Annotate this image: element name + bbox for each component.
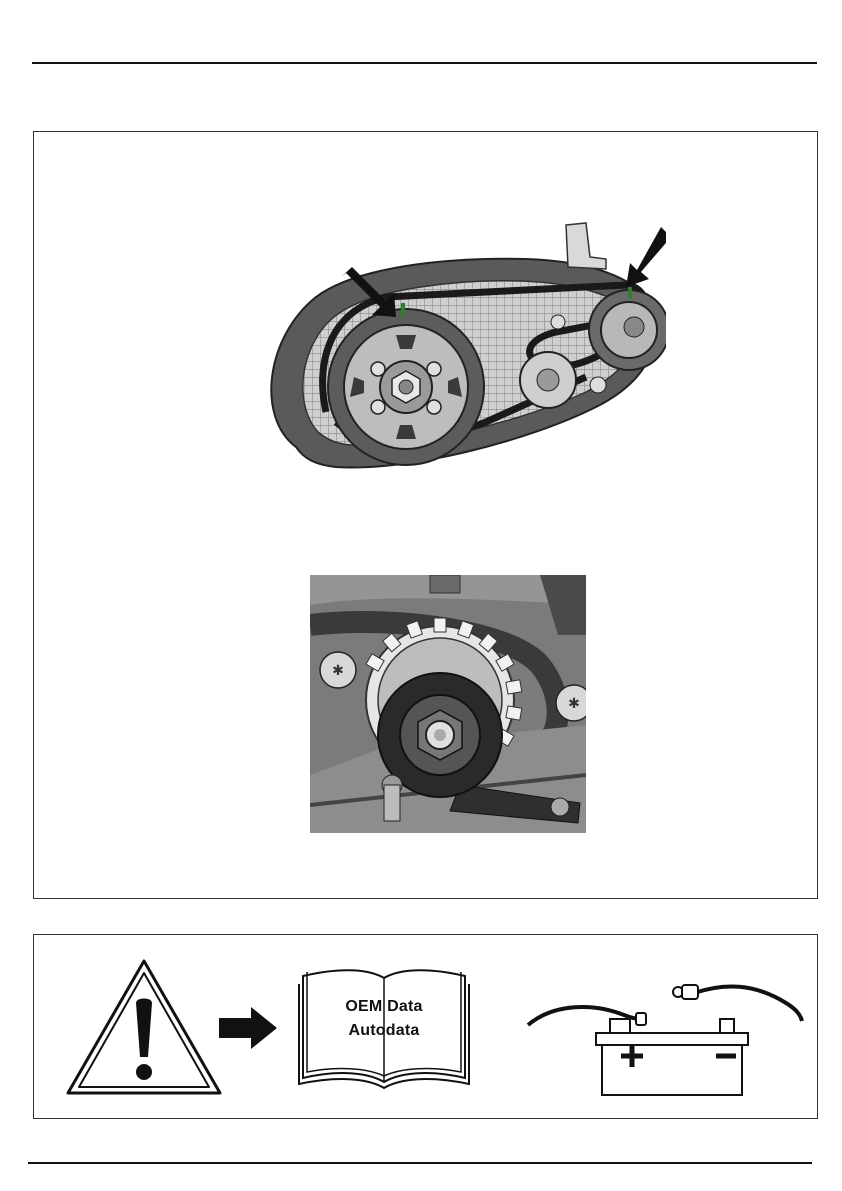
camshaft-locking-tool-photo: ✱ ✱ [310,575,586,833]
svg-text:✱: ✱ [332,663,344,679]
battery-icon [524,963,804,1098]
svg-text:✱: ✱ [568,696,580,712]
illustration-panel: ✱ ✱ [33,131,818,899]
footer-icon-panel: OEM Data Autodata [33,934,818,1119]
manual-line-2: Autodata [297,1022,471,1040]
manual-line-1: OEM Data [297,998,471,1016]
arrow-marker-right [626,227,666,287]
right-arrow-icon [217,1005,279,1051]
timing-belt-diagram [256,217,666,487]
warning-triangle-icon [64,957,224,1097]
header-rule [32,62,817,64]
manual-book-icon: OEM Data Autodata [297,968,471,1093]
footer-rule [28,1162,812,1164]
